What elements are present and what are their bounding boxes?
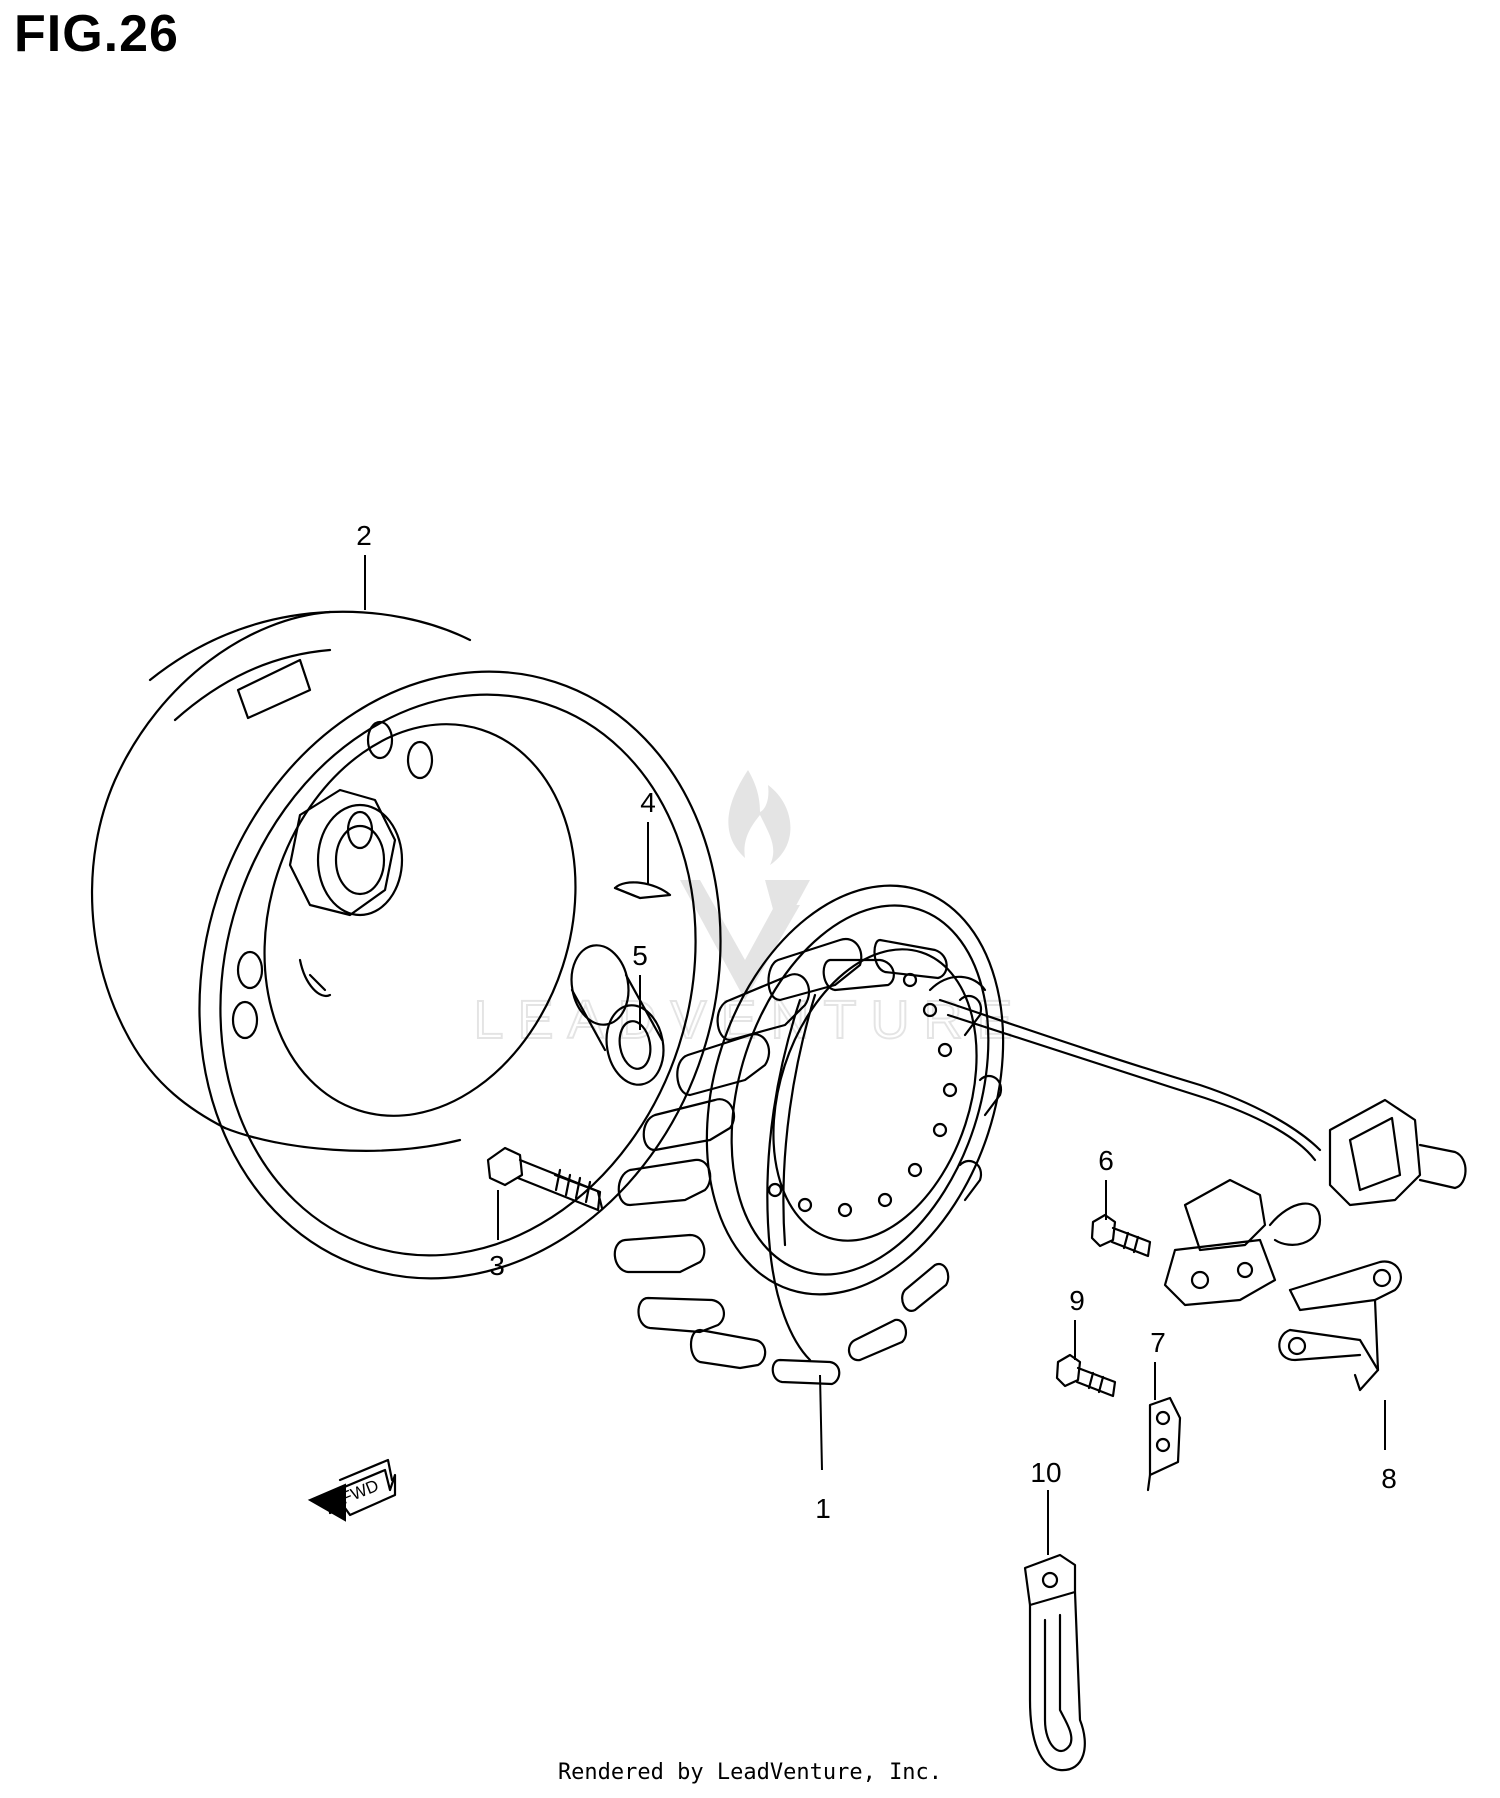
- spacer-part-5[interactable]: [565, 941, 669, 1090]
- callout-10: 10: [1030, 1457, 1061, 1488]
- clamp-part-10[interactable]: [1023, 1553, 1086, 1772]
- callout-4: 4: [640, 787, 656, 818]
- footer-credit: Rendered by LeadVenture, Inc.: [557, 1760, 943, 1785]
- callout-5: 5: [632, 940, 648, 971]
- forward-arrow-icon: [307, 1458, 397, 1522]
- stator-part-1[interactable]: [613, 847, 1467, 1386]
- callout-2: 2: [356, 520, 372, 551]
- callout-6: 6: [1098, 1145, 1114, 1176]
- key-part-4[interactable]: [613, 881, 672, 900]
- callout-7: 7: [1150, 1327, 1166, 1358]
- screw-part-9[interactable]: [1055, 1353, 1117, 1398]
- callout-3: 3: [489, 1250, 505, 1281]
- bolt-part-3[interactable]: [486, 1146, 604, 1212]
- figure-title: FIG.26: [14, 5, 179, 63]
- callout-8: 8: [1381, 1463, 1397, 1494]
- clamp-part-7[interactable]: [1146, 1396, 1182, 1492]
- leadventure-watermark: LEADVENTURE: [472, 770, 1026, 1051]
- callout-1: 1: [815, 1493, 831, 1524]
- callout-9: 9: [1069, 1285, 1085, 1316]
- leader-lines: [364, 555, 1386, 1555]
- watermark-text: LEADVENTURE: [473, 990, 1026, 1050]
- screw-part-6[interactable]: [1090, 1213, 1152, 1258]
- bracket-part-8[interactable]: [1278, 1260, 1402, 1392]
- rotor-part-2[interactable]: [91, 603, 798, 1346]
- leadventure-flame-logo: [680, 770, 810, 1000]
- fwd-direction-marker: FWD: [307, 1458, 397, 1522]
